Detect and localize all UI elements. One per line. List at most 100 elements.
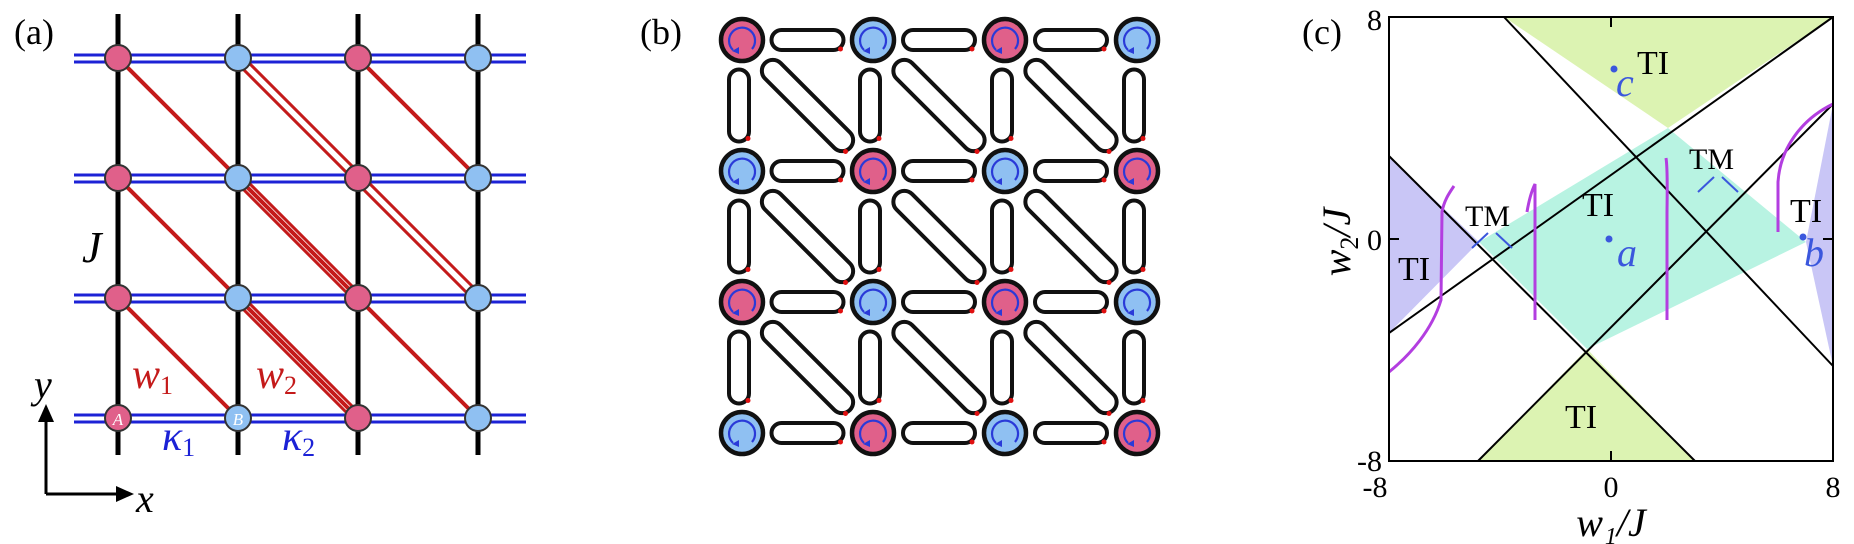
- arrow-head-icon: [1127, 440, 1134, 447]
- x-axis-label: x: [135, 476, 154, 521]
- link-ring-vertical: [990, 329, 1014, 406]
- site-ring-a: [1113, 147, 1161, 195]
- y-tick: -8: [1357, 445, 1382, 478]
- link-ring-diagonal: [1023, 319, 1119, 416]
- link-marker: [974, 149, 980, 154]
- region-ti-left: [1389, 156, 1479, 333]
- panel-c-label: (c): [1302, 12, 1342, 52]
- link-marker: [745, 267, 751, 272]
- tick-labels: -8 0 8 -8 0 8: [1357, 4, 1841, 504]
- y-tick: 8: [1367, 4, 1382, 37]
- link-ring-horizontal: [769, 28, 846, 52]
- link-marker: [1101, 177, 1107, 183]
- circulation-arrow-icon: [1122, 288, 1152, 313]
- region-label-right: TI: [1790, 193, 1822, 230]
- tm-arrows: [1471, 176, 1739, 249]
- site-ring-b: [849, 16, 897, 64]
- link-ring-vertical: [727, 67, 751, 144]
- arrow-head-icon: [732, 178, 739, 185]
- point-labels: c a b: [1616, 60, 1824, 275]
- region-label-center: TI: [1582, 187, 1614, 224]
- link-ring-diagonal: [1023, 57, 1119, 154]
- region-ti-top: [1504, 17, 1833, 128]
- link-marker: [969, 46, 975, 52]
- site-b: [464, 284, 492, 312]
- link-ring-vertical: [1122, 198, 1146, 275]
- panel-b-label: (b): [640, 12, 682, 52]
- link-marker: [1101, 308, 1107, 314]
- site-a: [344, 164, 372, 192]
- arrow-head-icon: [732, 440, 739, 447]
- arrow-head-icon: [1127, 309, 1134, 316]
- site-a: [104, 164, 132, 192]
- link-ring-horizontal: [1033, 28, 1109, 52]
- site-a-label: A: [112, 410, 124, 429]
- site-b: [464, 404, 492, 432]
- link-marker: [876, 398, 882, 403]
- tick-marks: [1389, 17, 1833, 461]
- panel-c: (c) -8: [1302, 4, 1841, 544]
- link-marker: [876, 136, 882, 141]
- x-tick: 0: [1604, 471, 1619, 504]
- arrow-head-icon: [995, 47, 1002, 54]
- circulation-arrow-icon: [727, 288, 757, 313]
- site-ring-b: [1113, 16, 1161, 64]
- region-ti-center: [1479, 128, 1806, 349]
- arrow-head-icon: [1127, 178, 1134, 185]
- link-marker: [745, 398, 751, 403]
- circulation-arrow-icon: [858, 288, 888, 313]
- arrow-head-icon: [863, 309, 870, 316]
- site-ring-a: [981, 16, 1029, 64]
- x-arrow-head: [116, 486, 134, 502]
- site-ring-a: [718, 16, 766, 64]
- circulation-arrow-icon: [858, 26, 888, 51]
- site-ring-b: [981, 409, 1029, 457]
- site-ring-b: [849, 278, 897, 326]
- site-a: [344, 44, 372, 72]
- site-b: [224, 44, 252, 72]
- link-ring-horizontal: [1033, 159, 1109, 183]
- link-ring-horizontal: [769, 290, 846, 314]
- region-label-left: TI: [1398, 251, 1430, 288]
- site-ring-b: [1113, 278, 1161, 326]
- link-marker: [1140, 136, 1146, 141]
- point-c-label: c: [1616, 60, 1634, 105]
- point-b-label: b: [1804, 230, 1824, 275]
- link-ring-diagonal: [759, 188, 856, 285]
- circulation-arrow-icon: [990, 419, 1020, 444]
- y-axis-label: y: [30, 362, 52, 407]
- link-marker: [1106, 280, 1112, 285]
- arrow-head-icon: [995, 178, 1002, 185]
- site-b: [224, 284, 252, 312]
- link-marker: [969, 177, 975, 183]
- arrow-head-icon: [863, 47, 870, 54]
- region-label-top: TI: [1637, 45, 1669, 82]
- link-ring-horizontal: [769, 421, 846, 445]
- circulation-arrow-icon: [858, 419, 888, 444]
- w1-label: w1: [132, 352, 173, 400]
- y-arrow-head: [38, 404, 54, 422]
- arrow-head-icon: [995, 440, 1002, 447]
- site-ring-a: [849, 147, 897, 195]
- x-tick: -8: [1363, 471, 1388, 504]
- link-ring-horizontal: [901, 159, 977, 183]
- axes-arrows: [44, 412, 126, 496]
- site-ring-a: [1113, 409, 1161, 457]
- link-marker: [974, 280, 980, 285]
- panel-a-label: (a): [14, 12, 54, 52]
- link-ring-vertical: [1122, 67, 1146, 144]
- circulation-arrow-icon: [727, 26, 757, 51]
- link-marker: [843, 149, 848, 154]
- link-marker: [1101, 46, 1107, 52]
- point-a-label: a: [1617, 230, 1637, 275]
- link-ring-diagonal: [759, 319, 856, 416]
- critical-curves: [1388, 102, 1834, 374]
- marked-points: [1605, 65, 1807, 243]
- link-marker: [969, 308, 975, 314]
- ring-lattice: [718, 16, 1161, 457]
- panel-b: (b): [640, 12, 1161, 457]
- arrow-head-icon: [732, 309, 739, 316]
- link-marker: [745, 136, 751, 141]
- arrow-head-icon: [1127, 47, 1134, 54]
- link-marker: [1008, 136, 1014, 141]
